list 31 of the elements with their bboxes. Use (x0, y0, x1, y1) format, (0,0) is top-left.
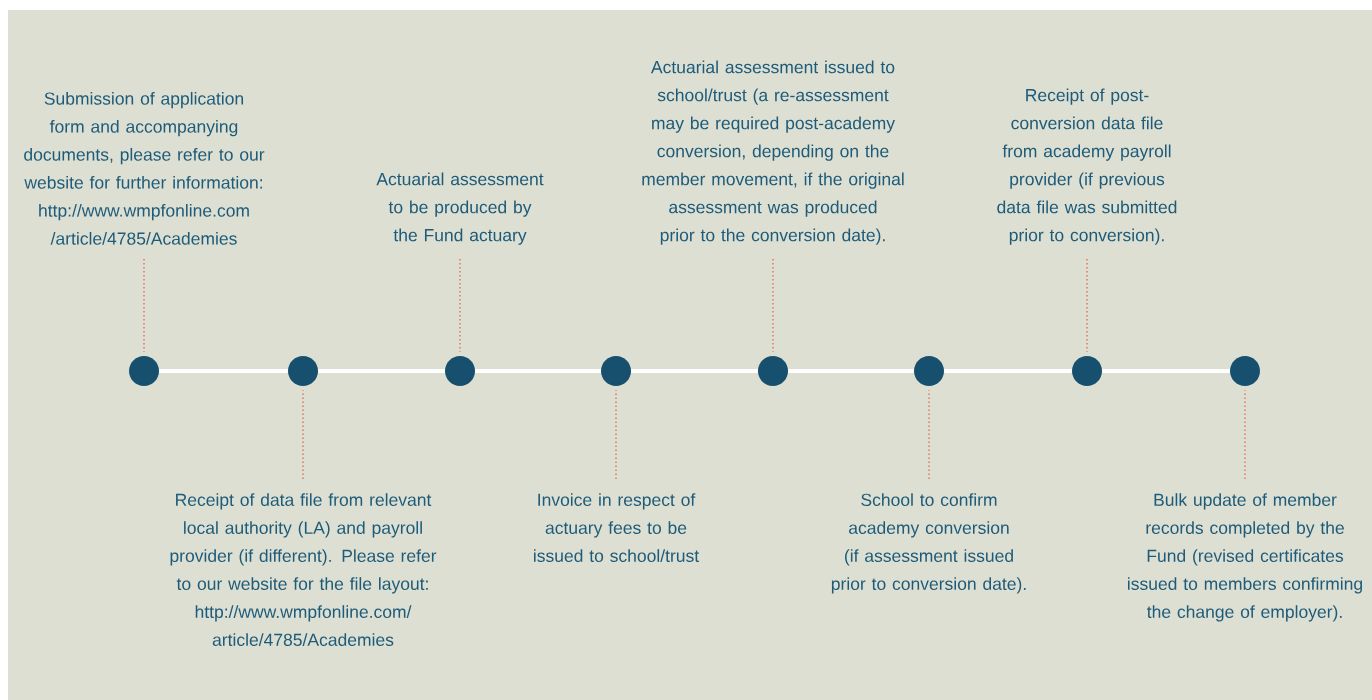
timeline-line (159, 369, 288, 373)
step-text: Receipt of post-conversion data file from academy payroll provider (if previous data file was submitted prior to conversion). (997, 88, 1177, 245)
timeline-dot (758, 356, 788, 386)
timeline-dot (1230, 356, 1260, 386)
step-text: Actuarial assessment to be produced by the Fund actuary (376, 172, 544, 245)
timeline-line (944, 369, 1072, 373)
timeline-dot (1072, 356, 1102, 386)
timeline-dot (445, 356, 475, 386)
leader-line (459, 258, 461, 353)
step-text: Submission of application form and accompanying documents, please refer to our website for further information: http://www.wmpfonline.com /article/4785/Academies (24, 91, 265, 245)
leader-line (615, 389, 617, 480)
timeline-dot (914, 356, 944, 386)
timeline-line (475, 369, 601, 373)
timeline-dot (129, 356, 159, 386)
leader-line (928, 389, 930, 480)
timeline-dot (288, 356, 318, 386)
step-text: Invoice in respect of actuary fees to be issued to school/trust (534, 493, 699, 563)
leader-line (302, 389, 304, 480)
timeline-line (318, 369, 445, 373)
leader-line (143, 258, 145, 353)
leader-line (772, 258, 774, 353)
timeline-line (1102, 369, 1230, 373)
step-text: Bulk update of member records completed by the Fund (revised certificates issued to members confirming the change of employer). (1128, 493, 1362, 622)
leader-line (1244, 389, 1246, 480)
timeline-dot (601, 356, 631, 386)
step-text: School to confirm academy conversion (if assessment issued prior to conversion date). (831, 493, 1026, 594)
timeline-line (788, 369, 914, 373)
step-text: Actuarial assessment issued to school/trust (a re-assessment may be required post-academy conversion, depending on the member movement, if the original assessment was produced prior to the conversion date). (642, 60, 904, 245)
leader-line (1086, 258, 1088, 353)
step-text: Receipt of data file from relevant local authority (LA) and payroll provider (if different). Please refer to our website for the file layout: http://www.wmpfonline.com/ article/4785/Academies (170, 493, 437, 647)
timeline-line (631, 369, 758, 373)
